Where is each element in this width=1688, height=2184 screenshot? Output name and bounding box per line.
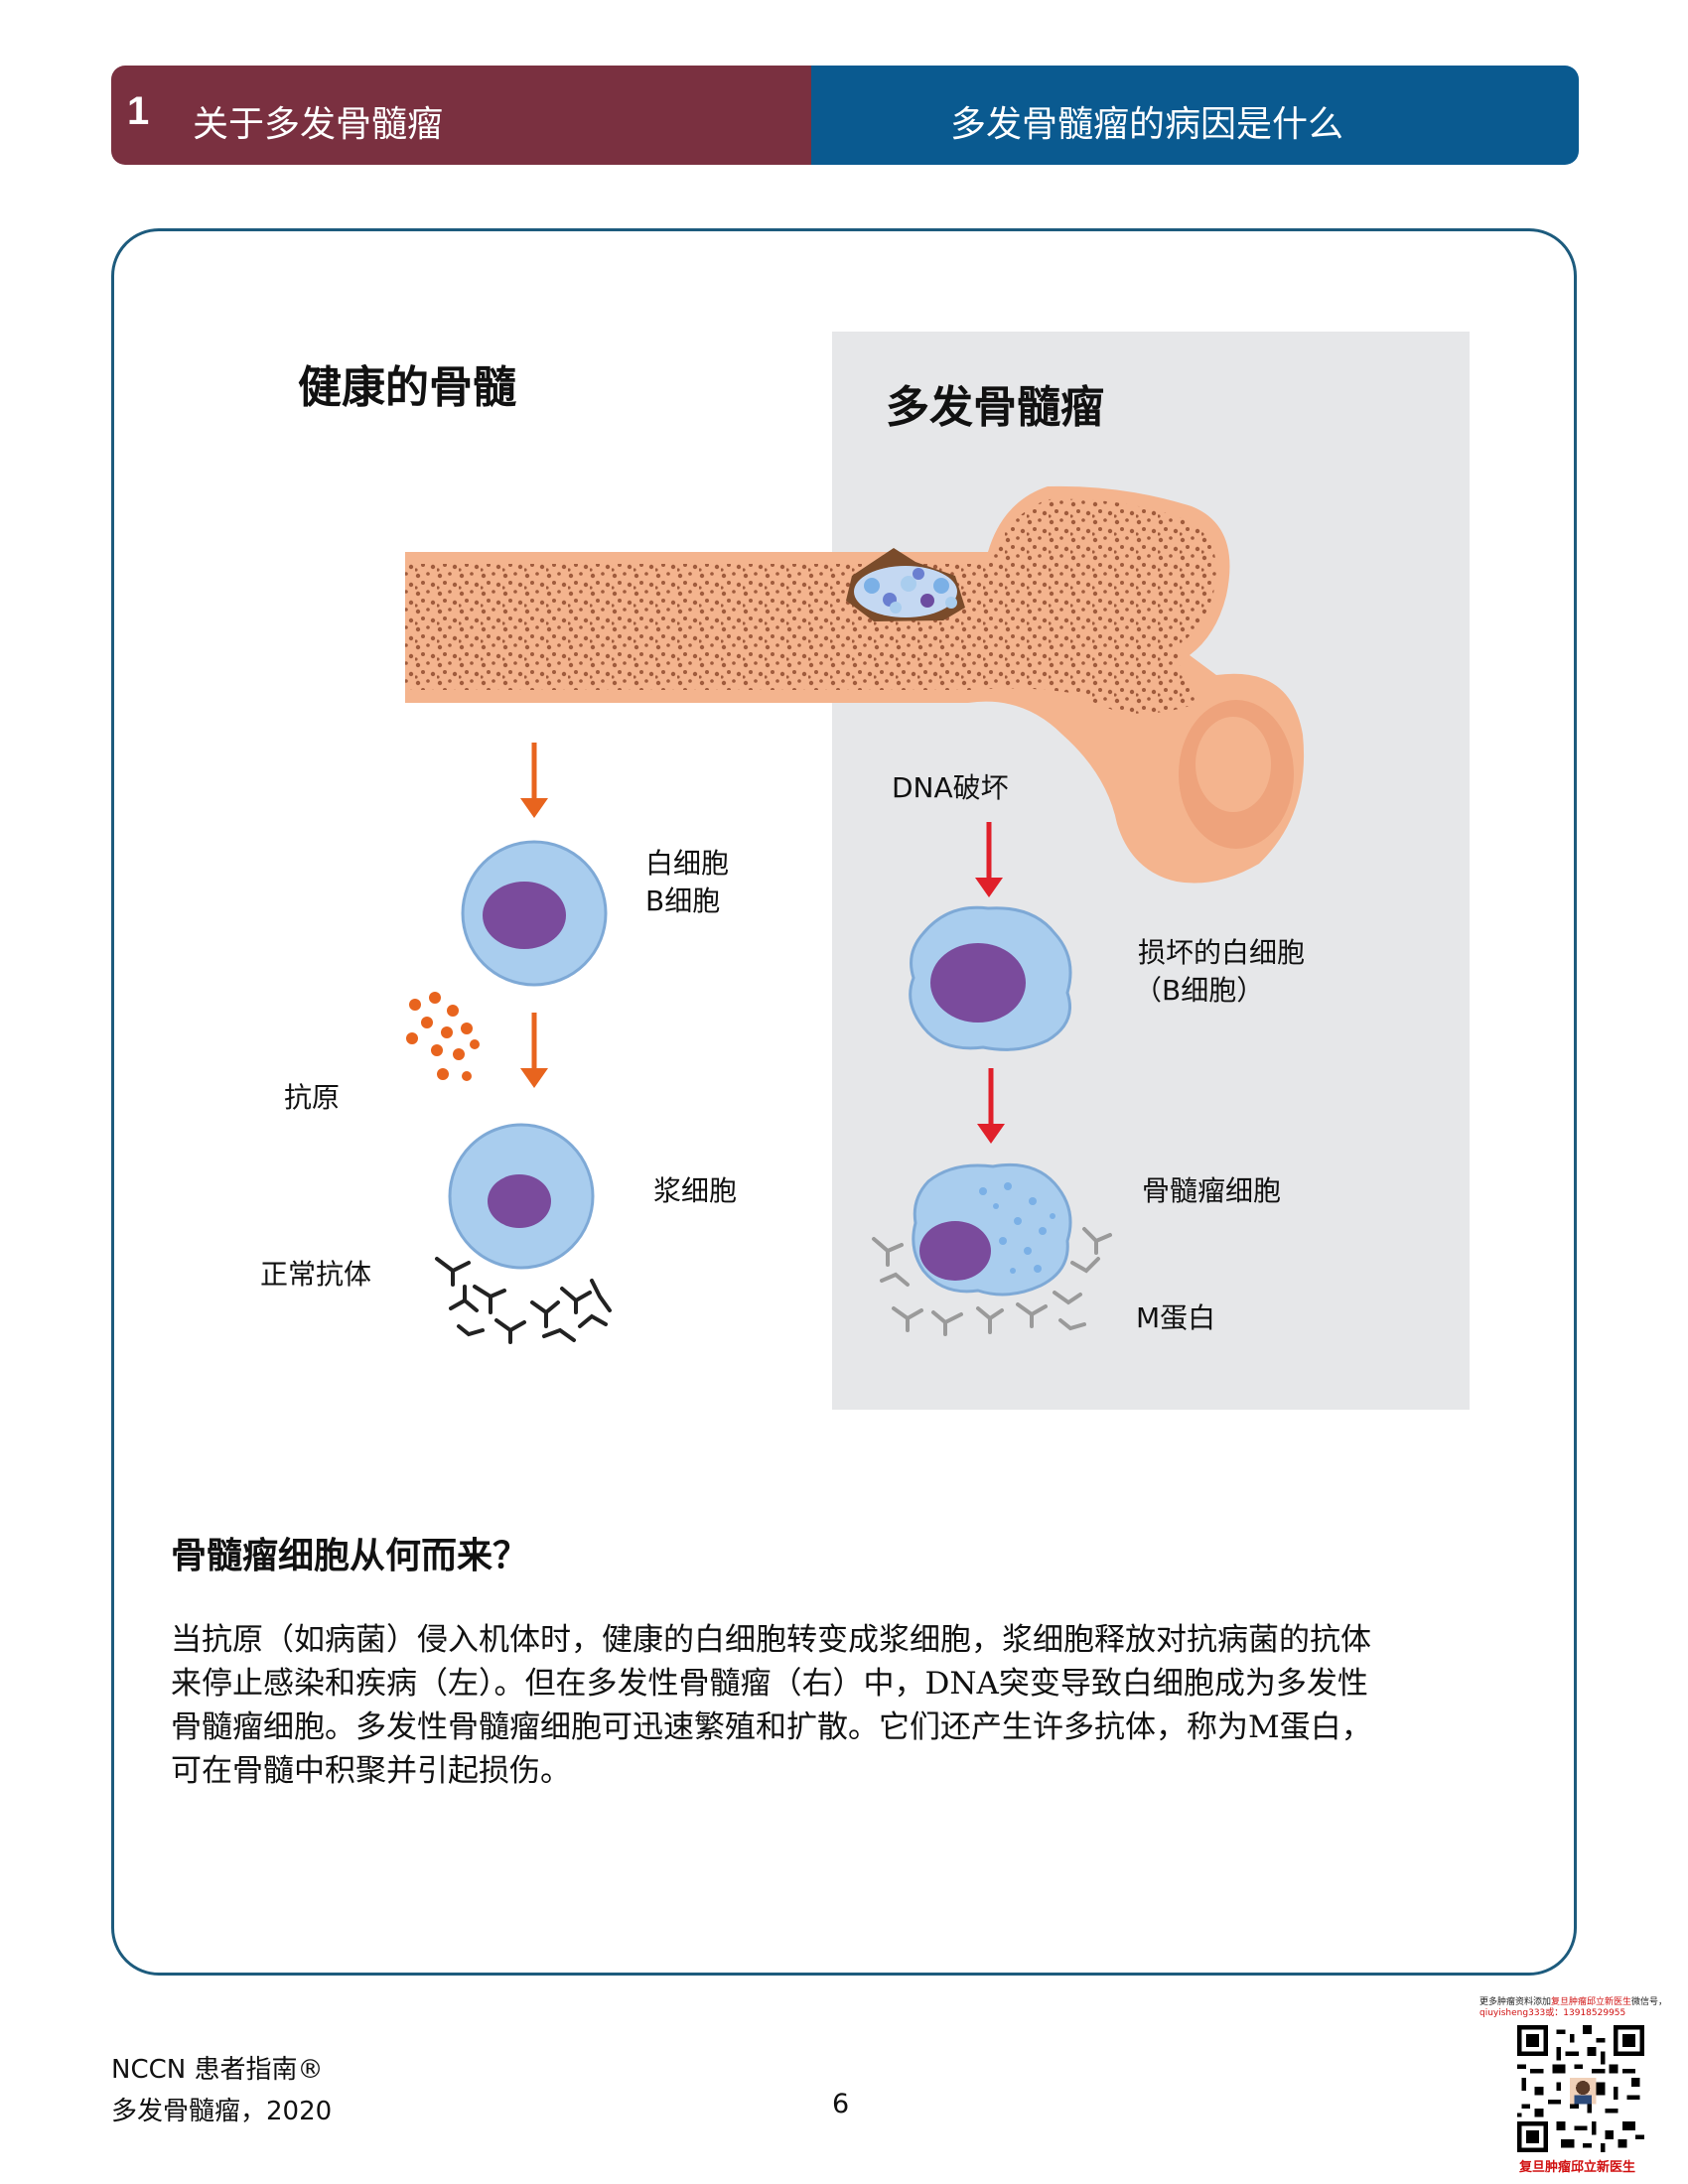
plasma-cell xyxy=(448,1123,595,1270)
bone-marrow-illustration xyxy=(405,485,1305,1344)
body-line: 骨髓瘤细胞。多发性骨髓瘤细胞可迅速繁殖和扩散。它们还产生许多抗体，称为M蛋白， xyxy=(171,1709,1372,1745)
body-paragraph: 当抗原（如病菌）侵入机体时，健康的白细胞转变成浆细胞，浆细胞释放对抗病菌的抗体 … xyxy=(171,1618,1481,1793)
label-b-cell: B细胞 xyxy=(645,885,721,917)
label-damaged-white-cell: 损坏的白细胞 xyxy=(1138,936,1306,969)
label-white-cell: 白细胞 xyxy=(645,847,730,880)
footer-guide-name: NCCN 患者指南® xyxy=(111,2055,324,2085)
chapter-header: 1 关于多发骨髓瘤 多发骨髓瘤的病因是什么 xyxy=(111,66,1579,165)
label-damaged-b-cell: （B细胞） xyxy=(1134,974,1265,1007)
label-antigen: 抗原 xyxy=(284,1081,341,1114)
label-dna-damage: DNA破坏 xyxy=(892,771,1009,804)
figure-frame xyxy=(111,228,1577,1976)
arrow-to-bcell-head xyxy=(520,798,548,818)
chapter-number: 1 xyxy=(127,89,150,133)
femur-bone xyxy=(405,485,1305,884)
damaged-b-cell xyxy=(909,905,1072,1051)
b-cell xyxy=(461,840,608,987)
watermark-note-d: qiuyisheng333或：13918529955 xyxy=(1479,2008,1626,2018)
qr-code-image xyxy=(1517,2025,1644,2152)
page-number: 6 xyxy=(832,2089,850,2119)
body-line: 来停止感染和疾病（左）。但在多发性骨髓瘤（右）中，DNA突变导致白细胞成为多发性 xyxy=(171,1666,1368,1702)
myeloma-cell xyxy=(912,1162,1072,1297)
watermark-note-a: 更多肿瘤资料添加 xyxy=(1479,1997,1552,2007)
watermark-note: 更多肿瘤资料添加复旦肿瘤邱立新医生微信号， qiuyisheng333或：139… xyxy=(1479,1997,1688,2019)
label-plasma-cell: 浆细胞 xyxy=(653,1174,738,1207)
chapter-title: 关于多发骨髓瘤 xyxy=(193,104,444,145)
myeloma-title: 多发骨髓瘤 xyxy=(886,382,1104,433)
body-line: 可在骨髓中积聚并引起损伤。 xyxy=(171,1753,571,1789)
label-m-protein: M蛋白 xyxy=(1136,1301,1216,1334)
normal-antibodies xyxy=(435,1257,612,1344)
section-question: 骨髓瘤细胞从何而来？ xyxy=(171,1535,529,1576)
footer-edition: 多发骨髓瘤，2020 xyxy=(111,2097,333,2126)
antigen-dots xyxy=(406,992,480,1081)
label-normal-antibody: 正常抗体 xyxy=(260,1258,372,1291)
body-line: 当抗原（如病菌）侵入机体时，健康的白细胞转变成浆细胞，浆细胞释放对抗病菌的抗体 xyxy=(171,1622,1371,1658)
watermark-note-c: 微信号， xyxy=(1631,1997,1668,2007)
arrow-to-myeloma-head xyxy=(977,1124,1005,1144)
label-myeloma-cell: 骨髓瘤细胞 xyxy=(1142,1174,1282,1207)
watermark-note-b: 复旦肿瘤邱立新医生 xyxy=(1551,1997,1632,2007)
watermark-caption: 复旦肿瘤邱立新医生 xyxy=(1519,2160,1636,2175)
arrow-dna-damage-head xyxy=(975,878,1003,897)
healthy-marrow-title: 健康的骨髓 xyxy=(298,362,516,413)
tumor-cluster xyxy=(846,548,965,621)
chapter-tab: 1 关于多发骨髓瘤 xyxy=(111,66,811,165)
section-title: 多发骨髓瘤的病因是什么 xyxy=(950,104,1344,145)
m-protein-antibodies xyxy=(872,1227,1112,1336)
section-tab: 多发骨髓瘤的病因是什么 xyxy=(811,66,1579,165)
arrow-to-plasma-head xyxy=(520,1068,548,1088)
